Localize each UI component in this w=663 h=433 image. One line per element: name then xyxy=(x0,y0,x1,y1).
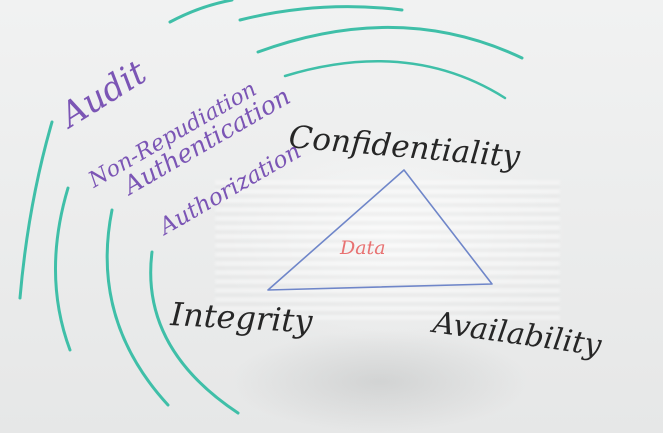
term-audit: Audit xyxy=(51,52,154,137)
teal-arcs xyxy=(18,0,524,415)
teal-arc-2 xyxy=(238,5,404,22)
teal-arc-7 xyxy=(105,208,170,407)
teal-arc-1 xyxy=(168,0,234,24)
word-availability: Availability xyxy=(428,305,605,364)
teal-arc-6 xyxy=(54,186,72,352)
teal-arc-4 xyxy=(283,60,507,100)
word-data: Data xyxy=(339,237,386,259)
word-integrity: Integrity xyxy=(169,295,315,340)
teal-arc-8 xyxy=(149,250,240,415)
shadow-reflection xyxy=(230,330,530,433)
teal-arc-5 xyxy=(18,120,54,300)
word-confidentiality: Confidentiality xyxy=(287,119,522,175)
teal-arc-3 xyxy=(256,25,524,60)
window-blinds-reflection xyxy=(215,180,560,320)
cia-triangle xyxy=(267,169,493,291)
